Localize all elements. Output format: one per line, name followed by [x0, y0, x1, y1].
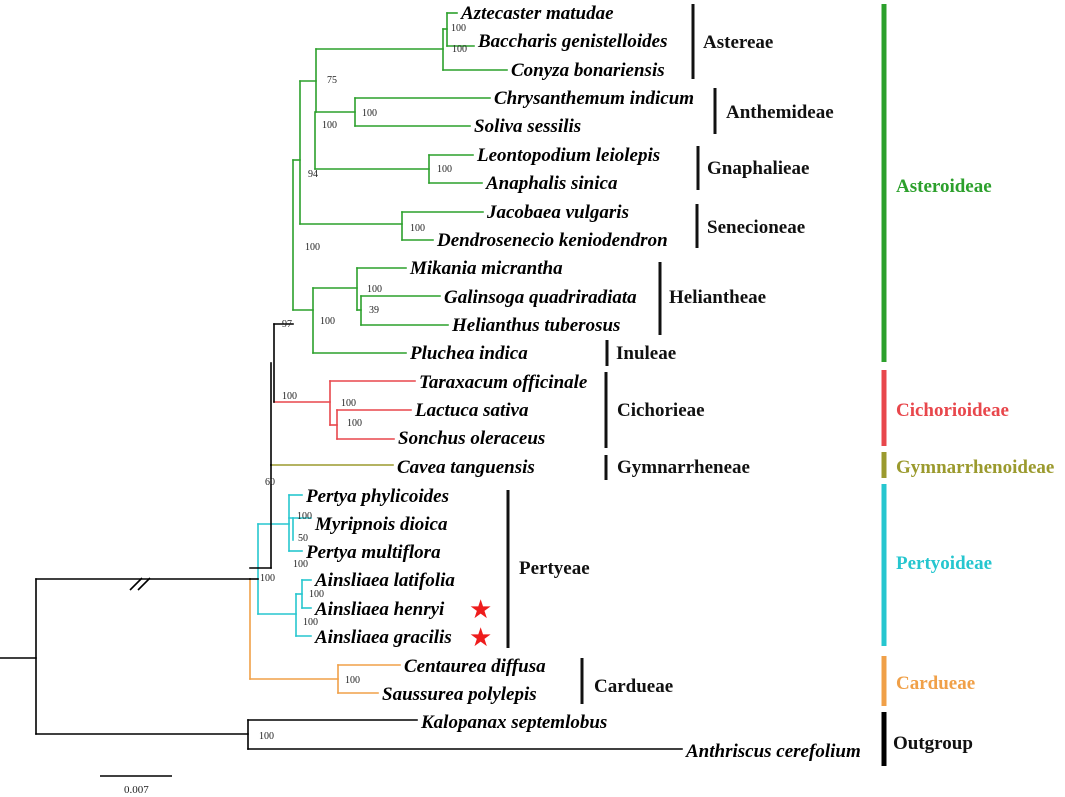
taxon-label: Mikania micrantha	[409, 258, 563, 279]
bootstrap-value: 100	[345, 675, 360, 686]
taxon-labels: Aztecaster matudae Baccharis genistelloi…	[305, 3, 861, 762]
bootstrap-value: 100	[297, 511, 312, 522]
tribe-label: Outgroup	[893, 733, 973, 754]
star-icon: ★	[469, 623, 492, 653]
bootstrap-value: 100	[410, 223, 425, 234]
taxon-label: Taraxacum officinale	[419, 372, 588, 393]
taxon-label: Pertya multiflora	[305, 542, 441, 563]
bootstrap-value: 75	[327, 75, 337, 86]
bootstrap-value: 100	[341, 398, 356, 409]
taxon-label: Dendrosenecio keniodendron	[436, 230, 668, 251]
bootstrap-value: 100	[320, 316, 335, 327]
scale-label: 0.007	[124, 784, 149, 796]
taxon-label: Myripnois dioica	[314, 514, 448, 535]
bootstrap-value: 100	[303, 617, 318, 628]
taxon-label: Sonchus oleraceus	[398, 428, 545, 449]
taxon-label: Pertya phylicoides	[305, 486, 449, 507]
subfamily-label: Asteroideae	[896, 176, 992, 197]
taxon-label: Lactuca sativa	[414, 400, 529, 421]
star-icon: ★	[469, 595, 492, 625]
bootstrap-value: 100	[260, 573, 275, 584]
bootstrap-value: 100	[282, 391, 297, 402]
taxon-label: Ainsliaea gracilis	[314, 627, 452, 648]
taxon-label: Galinsoga quadriradiata	[444, 287, 637, 308]
taxon-label: Anthriscus cerefolium	[685, 741, 861, 762]
tribe-label: Cichorieae	[617, 400, 705, 421]
tribe-label: Astereae	[703, 32, 773, 53]
taxon-label: Leontopodium leiolepis	[476, 145, 660, 166]
subfamily-label: Pertyoideae	[896, 553, 992, 574]
bootstrap-value: 60	[265, 477, 275, 488]
bootstrap-value: 100	[451, 23, 466, 34]
tribe-label: Heliantheae	[669, 287, 766, 308]
taxon-label: Baccharis genistelloides	[477, 31, 667, 52]
bootstrap-value: 100	[362, 108, 377, 119]
bootstrap-value: 100	[259, 731, 274, 742]
tribe-label: Gnaphalieae	[707, 158, 809, 179]
taxon-label: Soliva sessilis	[474, 116, 581, 137]
bootstrap-value: 94	[308, 169, 318, 180]
taxon-label: Pluchea indica	[409, 343, 528, 364]
tribe-label: Senecioneae	[707, 217, 805, 238]
bootstrap-value: 100	[305, 242, 320, 253]
bootstrap-value: 100	[452, 44, 467, 55]
bootstrap-value: 100	[437, 164, 452, 175]
tribe-label: Pertyeae	[519, 558, 590, 579]
taxon-label: Jacobaea vulgaris	[486, 202, 629, 223]
tribe-label: Anthemideae	[726, 102, 834, 123]
taxon-label: Ainsliaea latifolia	[314, 570, 455, 591]
bootstrap-value: 100	[309, 589, 324, 600]
tribe-brackets	[506, 4, 717, 704]
taxon-label: Anaphalis sinica	[485, 173, 618, 194]
tribe-labels: Astereae Anthemideae Gnaphalieae Senecio…	[519, 32, 973, 754]
taxon-label: Saussurea polylepis	[382, 684, 537, 705]
subfamily-labels: Asteroideae Cichorioideae Gymnarrhenoide…	[896, 176, 1054, 694]
taxon-label: Conyza bonariensis	[511, 60, 665, 81]
tree-branches	[0, 12, 683, 750]
bootstrap-value: 100	[347, 418, 362, 429]
bootstrap-values: 100 100 75 100 100 100 94 100 100 100 39…	[259, 23, 467, 742]
branch-break-mark	[137, 577, 151, 591]
bootstrap-value: 97	[282, 319, 292, 330]
taxon-label: Ainsliaea henryi	[314, 599, 445, 620]
taxon-label: Kalopanax septemlobus	[420, 712, 607, 733]
tribe-label: Cardueae	[594, 676, 673, 697]
bootstrap-value: 50	[298, 533, 308, 544]
branch-break-mark	[129, 577, 143, 591]
subfamily-label: Gymnarrhenoideae	[896, 457, 1054, 478]
tribe-label: Inuleae	[616, 343, 676, 364]
taxon-label: Helianthus tuberosus	[451, 315, 620, 336]
tribe-label: Gymnarrheneae	[617, 457, 750, 478]
bootstrap-value: 100	[322, 120, 337, 131]
taxon-label: Aztecaster matudae	[460, 3, 614, 24]
bootstrap-value: 100	[367, 284, 382, 295]
taxon-label: Chrysanthemum indicum	[494, 88, 694, 109]
bootstrap-value: 100	[293, 559, 308, 570]
bootstrap-value: 39	[369, 305, 379, 316]
taxon-label: Cavea tanguensis	[397, 457, 535, 478]
subfamily-label: Cichorioideae	[896, 400, 1009, 421]
taxon-label: Centaurea diffusa	[404, 656, 546, 677]
subfamily-label: Cardueae	[896, 673, 975, 694]
